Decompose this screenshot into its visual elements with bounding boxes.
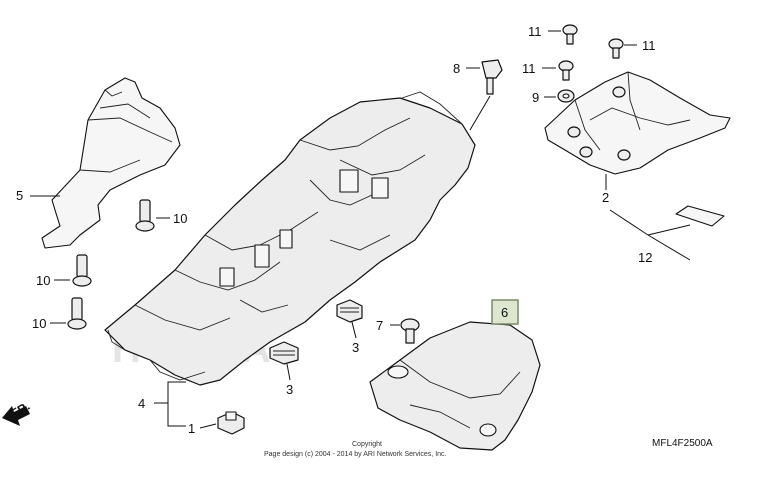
leader-3b — [286, 363, 291, 381]
callout-1[interactable]: 1 — [188, 421, 195, 436]
callout-11-a[interactable]: 11 — [528, 24, 542, 39]
callout-11-c[interactable]: 11 — [642, 38, 656, 53]
callout-6[interactable]: 6 — [501, 305, 508, 320]
front-direction-indicator: FR. — [2, 399, 32, 426]
copyright-line-1: Copyright — [352, 441, 382, 448]
part-11-bolt-b[interactable] — [558, 60, 574, 81]
part-3-clip-b[interactable] — [269, 341, 299, 365]
part-4-rear-fender[interactable] — [104, 91, 476, 386]
leader-1 — [199, 423, 217, 429]
part-3-clip-a[interactable] — [336, 299, 363, 323]
callout-2[interactable]: 2 — [602, 190, 609, 205]
callout-3-a[interactable]: 3 — [352, 340, 359, 355]
part-8-screw[interactable] — [481, 59, 503, 95]
part-10-fastener-b[interactable] — [72, 254, 92, 287]
callout-9[interactable]: 9 — [532, 90, 539, 105]
part-7-screw[interactable] — [400, 318, 420, 344]
part-10-fastener-c[interactable] — [67, 297, 87, 330]
part-12-label[interactable] — [675, 205, 725, 227]
front-arrow-icon — [2, 406, 30, 426]
part-11-bolt-c[interactable] — [608, 38, 624, 59]
callout-11-b[interactable]: 11 — [522, 61, 536, 76]
leader-4 — [154, 381, 186, 427]
diagram-code: MFL4F2500A — [652, 438, 713, 449]
leader-12 — [609, 209, 691, 261]
copyright-line-2: Page design (c) 2004 - 2014 by ARI Netwo… — [264, 451, 447, 458]
part-6-lower-cover[interactable] — [369, 321, 541, 451]
callout-10-b[interactable]: 10 — [36, 273, 50, 288]
callout-4[interactable]: 4 — [138, 396, 145, 411]
part-5-bracket[interactable] — [41, 77, 181, 249]
part-11-bolt-a[interactable] — [562, 24, 578, 45]
part-1-nut[interactable] — [217, 411, 245, 435]
callout-6-highlight-box[interactable] — [491, 299, 519, 325]
leader-3a — [351, 321, 357, 339]
part-10-fastener-a[interactable] — [135, 199, 155, 232]
callout-7[interactable]: 7 — [376, 318, 383, 333]
callout-3-b[interactable]: 3 — [286, 382, 293, 397]
callout-12[interactable]: 12 — [638, 250, 652, 265]
callout-8[interactable]: 8 — [453, 61, 460, 76]
part-9-washer[interactable] — [557, 89, 575, 103]
callout-10-a[interactable]: 10 — [173, 211, 187, 226]
callout-10-c[interactable]: 10 — [32, 316, 46, 331]
part-2-cover[interactable] — [544, 71, 731, 175]
callout-5[interactable]: 5 — [16, 188, 23, 203]
